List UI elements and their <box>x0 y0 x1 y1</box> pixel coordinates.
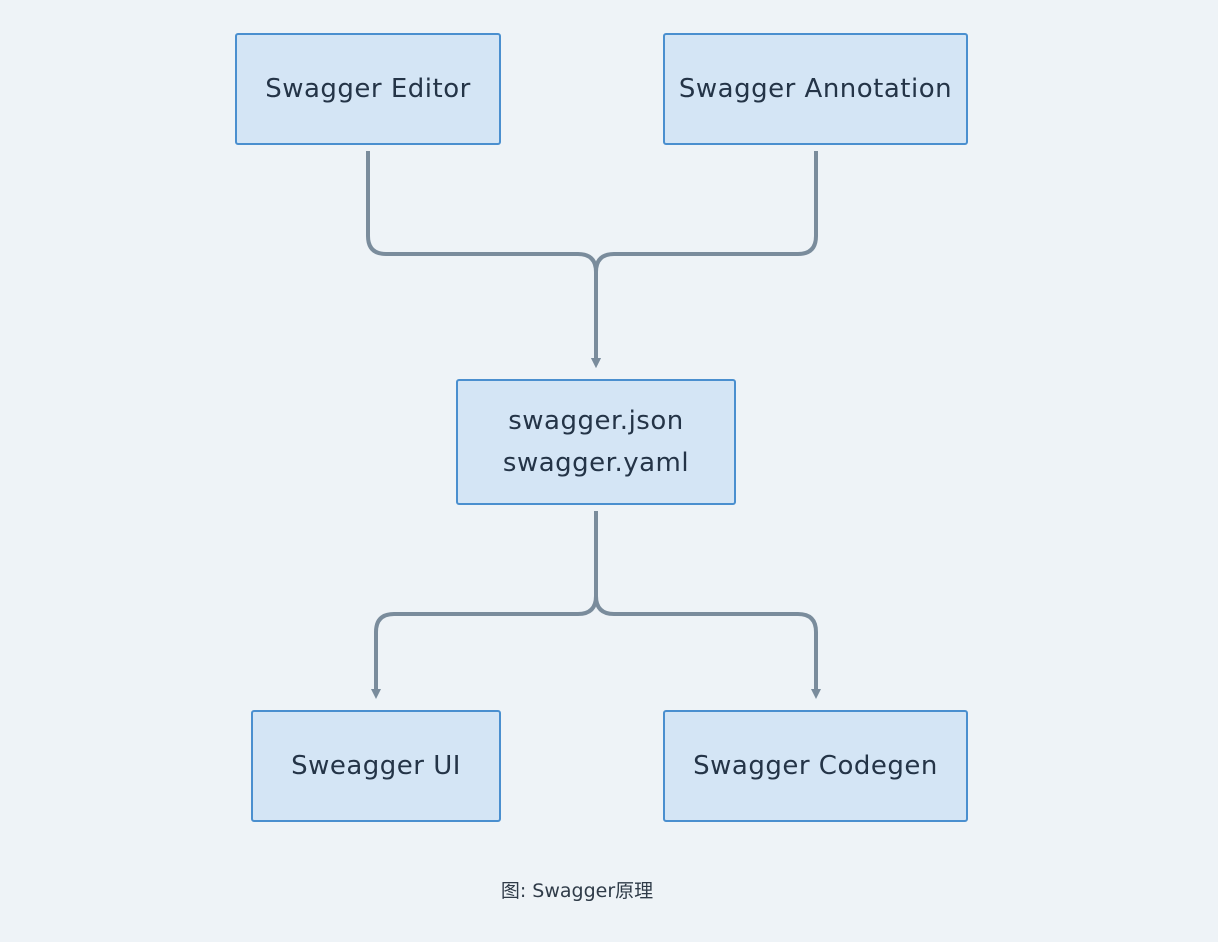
node-swagger-codegen-label: Swagger Codegen <box>693 751 938 781</box>
edge-spec-to-ui <box>371 511 598 699</box>
node-swagger-ui: Sweagger UI <box>251 710 501 822</box>
node-swagger-ui-label: Sweagger UI <box>291 751 461 781</box>
edge-annotation-to-spec <box>591 151 818 368</box>
node-swagger-annotation-label: Swagger Annotation <box>678 74 953 104</box>
node-swagger-json-label: swagger.json <box>508 406 684 436</box>
edge-spec-to-codegen <box>594 511 821 699</box>
node-swagger-yaml-label: swagger.yaml <box>502 448 690 478</box>
node-swagger-annotation: Swagger Annotation <box>663 33 968 145</box>
node-swagger-codegen: Swagger Codegen <box>663 710 968 822</box>
figure-caption: 图: Swagger原理 <box>500 880 654 902</box>
node-swagger-spec: swagger.json swagger.yaml <box>456 379 736 505</box>
node-swagger-editor: Swagger Editor <box>235 33 501 145</box>
node-swagger-editor-label: Swagger Editor <box>265 74 471 104</box>
edge-editor-to-spec <box>366 151 601 368</box>
